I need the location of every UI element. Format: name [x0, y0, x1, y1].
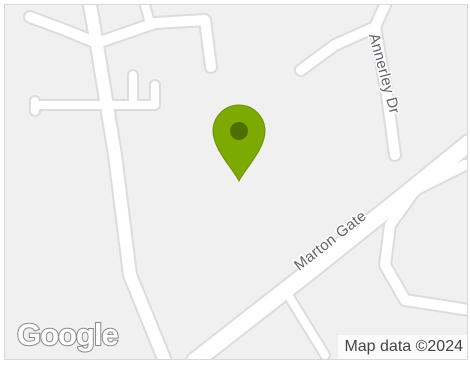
- road-annerley-dr-fill: [296, 5, 400, 160]
- map-pin-dot: [230, 122, 248, 140]
- road-main-north-south-fill: [84, 5, 171, 359]
- road-north-loop-fill: [25, 12, 216, 72]
- street-label-annerley-dr: Annerley Dr: [365, 32, 403, 116]
- map-pin-icon[interactable]: [212, 104, 266, 183]
- road-north-spur-fill: [141, 5, 154, 27]
- road-south-spur-fill: [281, 286, 329, 359]
- map-pin-body: [212, 104, 266, 183]
- road-west-branch-fill: [109, 71, 137, 109]
- google-logo[interactable]: Google: [16, 316, 121, 353]
- map-canvas[interactable]: Marton Gate Marton Gate Annerley Dr Anne…: [5, 5, 468, 360]
- map-container[interactable]: Marton Gate Marton Gate Annerley Dr Anne…: [4, 4, 468, 360]
- road-marton-gate-fill: [187, 135, 467, 359]
- road-east-loop-fill: [380, 160, 467, 315]
- map-attribution[interactable]: Map data ©2024: [338, 335, 467, 359]
